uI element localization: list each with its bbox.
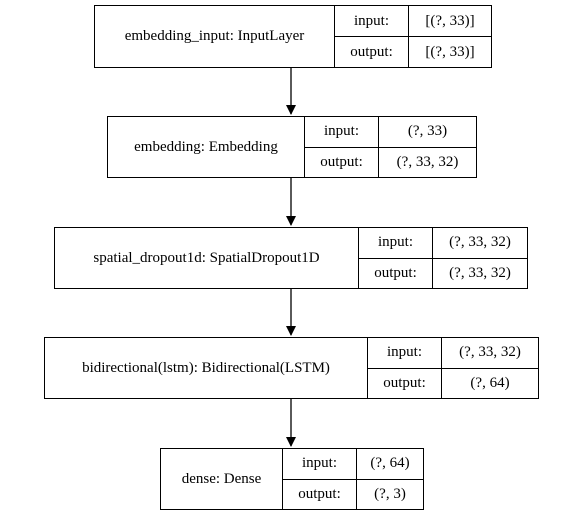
layer-io-table: input: (?, 33, 32) output: (?, 33, 32) xyxy=(359,228,527,288)
input-row: input: (?, 33, 32) xyxy=(359,228,527,258)
output-label: output: xyxy=(359,258,433,288)
input-label: input: xyxy=(283,449,357,479)
output-label: output: xyxy=(368,368,442,398)
layer-title: dense: Dense xyxy=(161,449,283,509)
layer-node-spatial-dropout1d: spatial_dropout1d: SpatialDropout1D inpu… xyxy=(54,227,528,289)
layer-io-table: input: (?, 64) output: (?, 3) xyxy=(283,449,423,509)
layer-io-table: input: [(?, 33)] output: [(?, 33)] xyxy=(335,6,491,67)
input-row: input: [(?, 33)] xyxy=(335,6,491,36)
output-value: (?, 64) xyxy=(470,374,510,391)
input-label: input: xyxy=(368,338,442,368)
layer-title: embedding_input: InputLayer xyxy=(95,6,335,67)
input-value: (?, 64) xyxy=(370,455,410,472)
output-label: output: xyxy=(305,147,379,177)
input-value: (?, 33, 32) xyxy=(449,234,511,251)
output-label: output: xyxy=(335,37,409,67)
layer-node-dense: dense: Dense input: (?, 64) output: (?, … xyxy=(160,448,424,510)
input-label: input: xyxy=(305,117,379,147)
output-row: output: (?, 33, 32) xyxy=(359,257,527,288)
layer-node-embedding: embedding: Embedding input: (?, 33) outp… xyxy=(107,116,477,178)
output-value: (?, 33, 32) xyxy=(449,264,511,281)
output-value: (?, 3) xyxy=(374,485,406,502)
output-row: output: [(?, 33)] xyxy=(335,36,491,67)
input-row: input: (?, 64) xyxy=(283,449,423,479)
layer-node-embedding-input: embedding_input: InputLayer input: [(?, … xyxy=(94,5,492,68)
layer-title: bidirectional(lstm): Bidirectional(LSTM) xyxy=(45,338,368,398)
output-row: output: (?, 33, 32) xyxy=(305,146,476,177)
layer-node-bidirectional-lstm: bidirectional(lstm): Bidirectional(LSTM)… xyxy=(44,337,539,399)
input-row: input: (?, 33, 32) xyxy=(368,338,538,368)
layer-title: spatial_dropout1d: SpatialDropout1D xyxy=(55,228,359,288)
layer-io-table: input: (?, 33) output: (?, 33, 32) xyxy=(305,117,476,177)
output-value: (?, 33, 32) xyxy=(396,153,459,170)
output-label: output: xyxy=(283,479,357,509)
input-value: [(?, 33)] xyxy=(425,12,475,29)
layer-io-table: input: (?, 33, 32) output: (?, 64) xyxy=(368,338,538,398)
input-label: input: xyxy=(335,6,409,36)
output-row: output: (?, 64) xyxy=(368,367,538,398)
input-row: input: (?, 33) xyxy=(305,117,476,147)
input-label: input: xyxy=(359,228,433,258)
input-value: (?, 33) xyxy=(407,123,448,140)
output-row: output: (?, 3) xyxy=(283,478,423,509)
layer-title: embedding: Embedding xyxy=(108,117,305,177)
input-value: (?, 33, 32) xyxy=(459,344,521,361)
output-value: [(?, 33)] xyxy=(425,43,475,60)
